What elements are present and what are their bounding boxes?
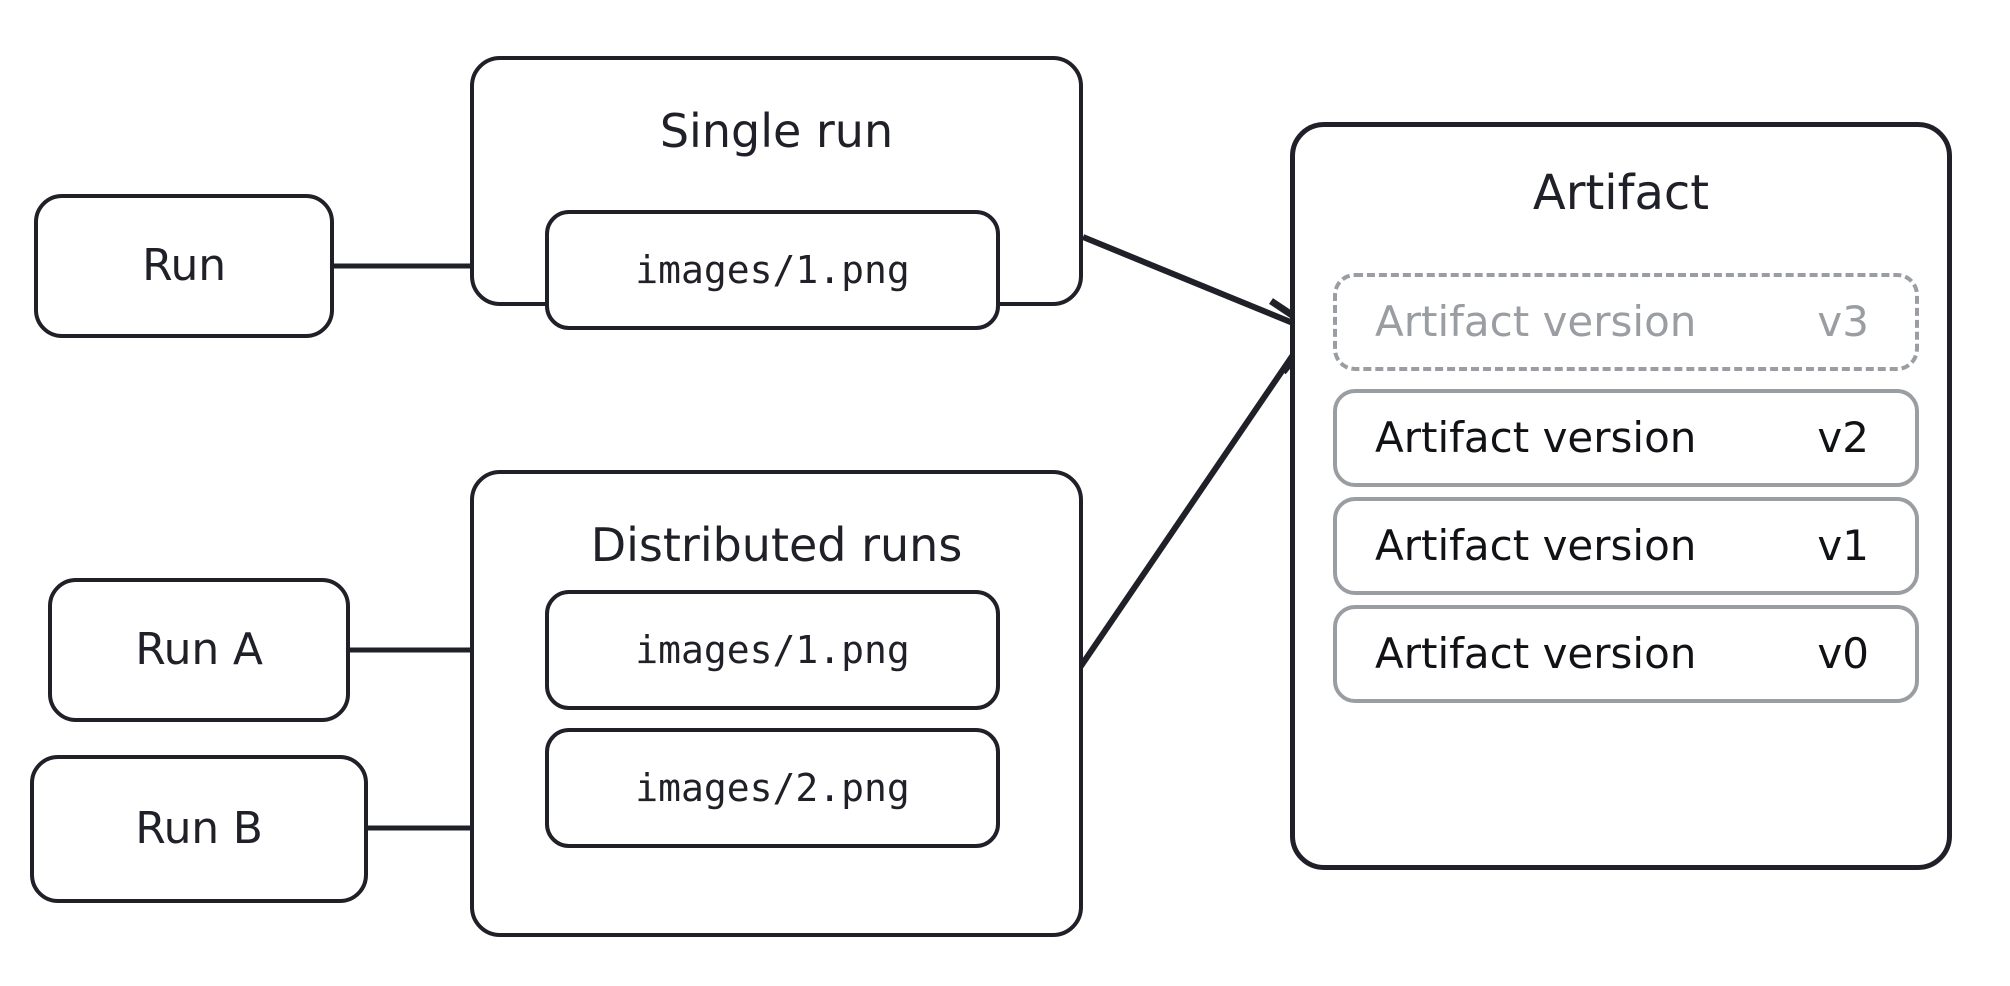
artifact-version-v2-label: Artifact version bbox=[1375, 413, 1697, 462]
run-node[interactable]: Run bbox=[34, 194, 334, 338]
run-node-label: Run bbox=[142, 240, 226, 291]
distributed-runs-group-title: Distributed runs bbox=[590, 518, 963, 572]
artifact-version-v2[interactable]: Artifact version v2 bbox=[1333, 389, 1919, 487]
run-b-node[interactable]: Run B bbox=[30, 755, 368, 903]
artifact-version-v3-label: Artifact version bbox=[1375, 297, 1697, 346]
artifact-panel: Artifact Artifact version v3 Artifact ve… bbox=[1290, 122, 1952, 870]
distributed-file-2[interactable]: images/2.png bbox=[545, 728, 1000, 848]
connector-singlerun-to-v3 bbox=[1081, 234, 1312, 333]
run-a-node-label: Run A bbox=[135, 624, 263, 675]
artifact-version-v2-tag: v2 bbox=[1817, 413, 1869, 462]
single-run-group-title: Single run bbox=[659, 104, 894, 158]
distributed-file-2-label: images/2.png bbox=[635, 766, 910, 810]
distributed-file-1-label: images/1.png bbox=[635, 628, 910, 672]
artifact-version-v0-tag: v0 bbox=[1817, 629, 1869, 678]
artifact-version-v3-tag: v3 bbox=[1817, 297, 1869, 346]
distributed-file-1[interactable]: images/1.png bbox=[545, 590, 1000, 710]
artifact-version-v1-tag: v1 bbox=[1817, 521, 1869, 570]
artifact-version-v1-label: Artifact version bbox=[1375, 521, 1697, 570]
artifact-version-v1[interactable]: Artifact version v1 bbox=[1333, 497, 1919, 595]
artifact-version-v3[interactable]: Artifact version v3 bbox=[1333, 273, 1919, 371]
run-a-node[interactable]: Run A bbox=[48, 578, 350, 722]
single-run-file-1-label: images/1.png bbox=[635, 248, 910, 292]
artifact-panel-title: Artifact bbox=[1532, 165, 1710, 221]
run-b-node-label: Run B bbox=[135, 803, 263, 854]
connector-distributed-to-v3 bbox=[1063, 328, 1313, 690]
artifact-version-v0[interactable]: Artifact version v0 bbox=[1333, 605, 1919, 703]
artifact-version-v0-label: Artifact version bbox=[1375, 629, 1697, 678]
single-run-file-1[interactable]: images/1.png bbox=[545, 210, 1000, 330]
